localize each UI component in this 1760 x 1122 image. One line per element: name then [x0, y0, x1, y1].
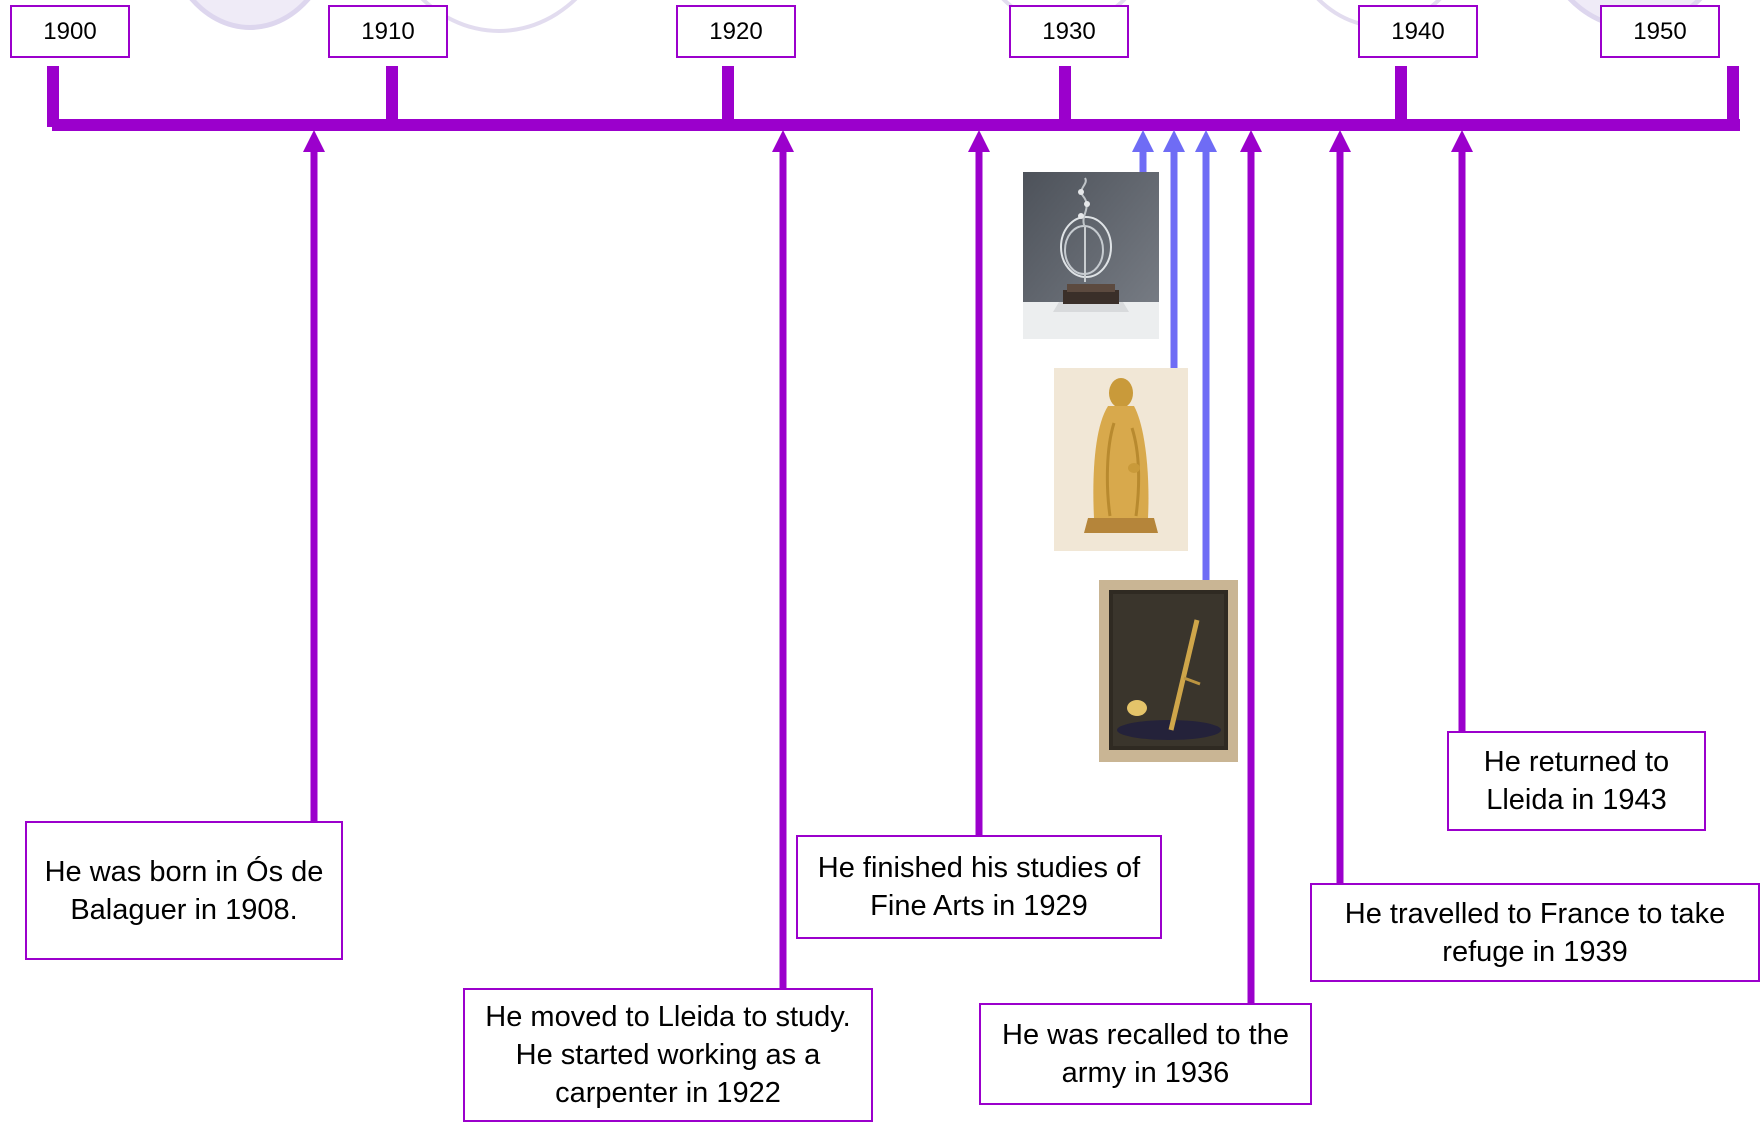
event-box-army: He was recalled to the army in 1936 [979, 1003, 1312, 1105]
connector-boxed-object-arrowhead [1195, 130, 1217, 152]
boxed-object-sculpture-photo [1099, 580, 1238, 762]
event-box-fine-arts: He finished his studies of Fine Arts in … [796, 835, 1162, 939]
connector-army-arrowhead [1240, 130, 1262, 152]
connector-born-arrowhead [303, 130, 325, 152]
year-label-1920: 1920 [676, 5, 796, 58]
year-label-1900: 1900 [10, 5, 130, 58]
year-label-1930: 1930 [1009, 5, 1129, 58]
event-box-returned: He returned to Lleida in 1943 [1447, 731, 1706, 831]
connector-returned-arrowhead [1451, 130, 1473, 152]
year-label-1940: 1940 [1358, 5, 1478, 58]
year-label-1910: 1910 [328, 5, 448, 58]
connector-fine-arts-arrowhead [968, 130, 990, 152]
connector-moved-lleida-arrowhead [772, 130, 794, 152]
year-label-1950: 1950 [1600, 5, 1720, 58]
connector-wooden-figure-arrowhead [1163, 130, 1185, 152]
event-box-born: He was born in Ós de Balaguer in 1908. [25, 821, 343, 960]
event-box-moved-lleida: He moved to Lleida to study. He started … [463, 988, 873, 1122]
wire-sculpture-photo [1023, 172, 1159, 339]
connector-wire-sculpture-arrowhead [1132, 130, 1154, 152]
connector-france-arrowhead [1329, 130, 1351, 152]
event-box-france: He travelled to France to take refuge in… [1310, 883, 1760, 982]
wooden-figure-photo [1054, 368, 1188, 551]
